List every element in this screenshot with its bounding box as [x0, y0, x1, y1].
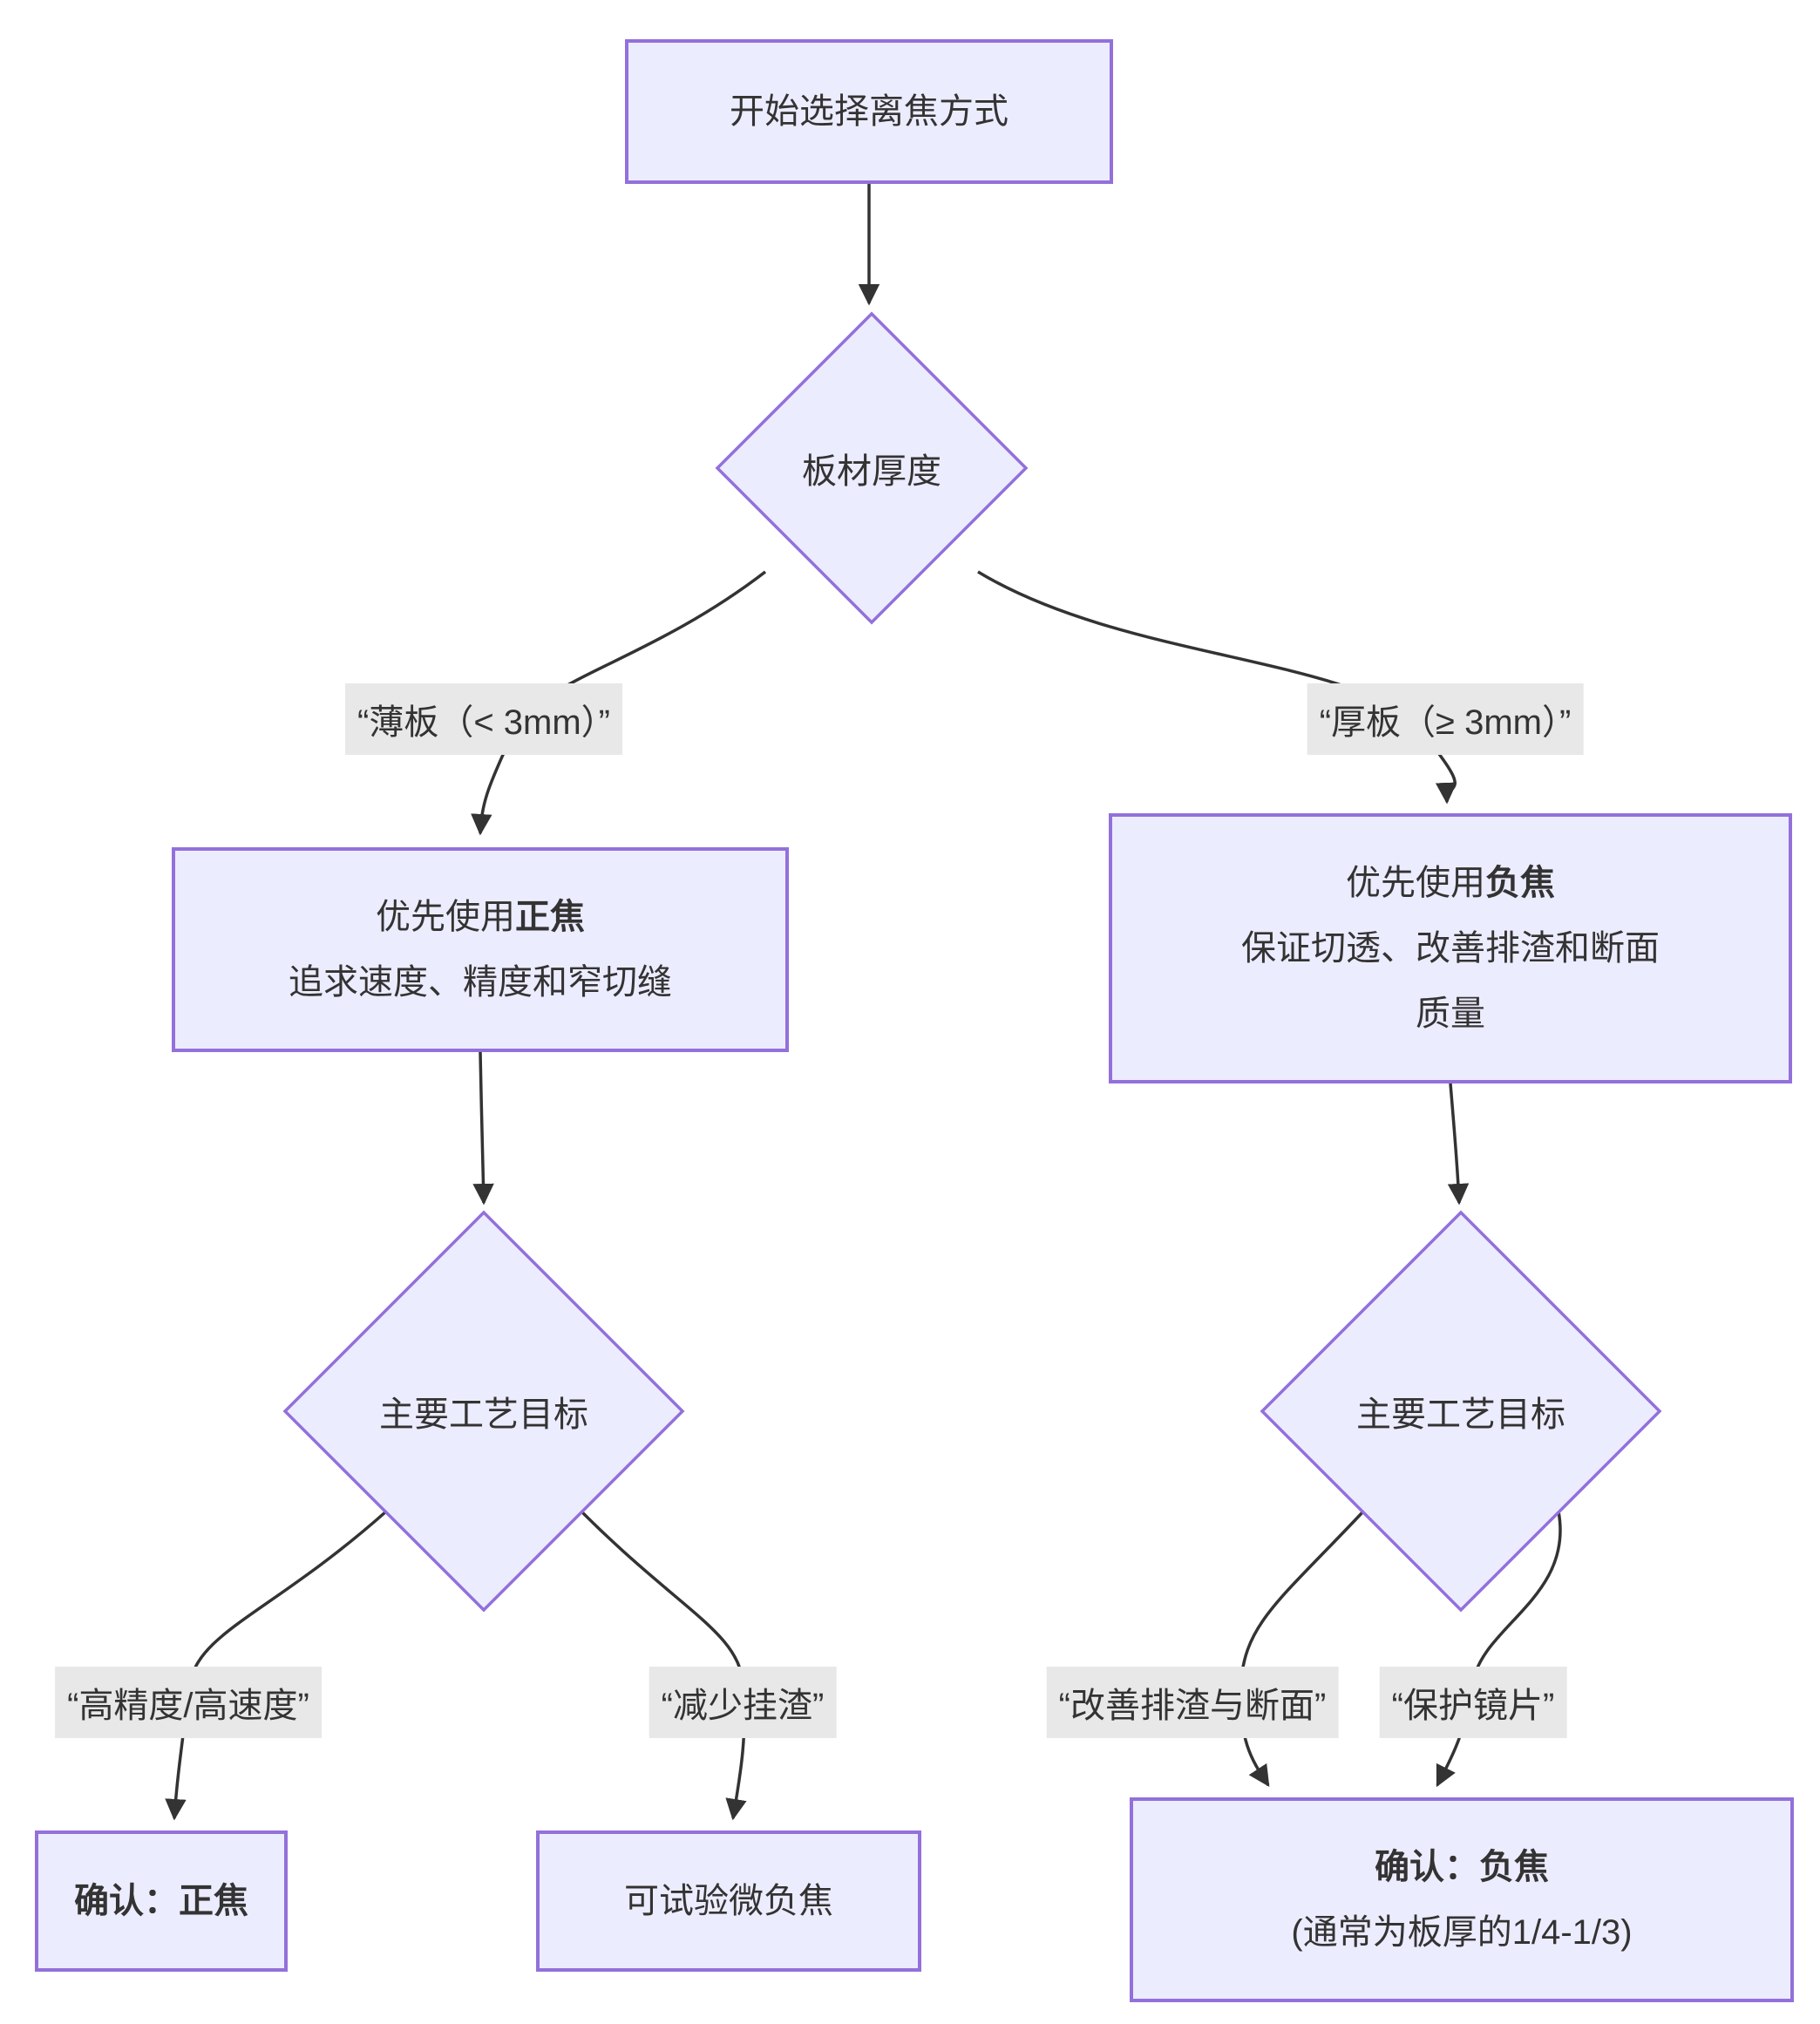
edge-goal-left-to-confirm-positive	[165, 1510, 388, 1821]
node-negative-focus-prefix: 优先使用	[1346, 863, 1485, 902]
node-start[interactable]: 开始选择离焦方式	[625, 39, 1113, 184]
node-confirm-negative[interactable]: 确认：负焦 (通常为板厚的1/4-1/3)	[1130, 1797, 1794, 2002]
node-confirm-negative-line2: (通常为板厚的1/4-1/3)	[1291, 1912, 1633, 1952]
node-positive-focus-prefix: 优先使用	[376, 897, 515, 936]
decision-thickness-label: 板材厚度	[802, 452, 941, 491]
node-start-label: 开始选择离焦方式	[730, 92, 1008, 131]
node-negative-focus-line2: 保证切透、改善排渣和断面	[1241, 928, 1660, 968]
node-negative-focus[interactable]: 优先使用负焦 保证切透、改善排渣和断面 质量	[1109, 813, 1792, 1083]
edge-negative-to-goal-right	[1447, 1083, 1470, 1206]
node-negative-focus-bold: 负焦	[1485, 863, 1555, 902]
node-positive-focus-bold: 正焦	[515, 897, 585, 936]
decision-goal-left-label: 主要工艺目标	[379, 1396, 588, 1434]
edge-goal-left-to-micro-negative	[580, 1510, 747, 1821]
node-confirm-negative-line1: 确认：负焦	[1375, 1847, 1549, 1886]
node-positive-focus[interactable]: 优先使用正焦 追求速度、精度和窄切缝	[172, 847, 789, 1052]
node-positive-focus-line2: 追求速度、精度和窄切缝	[289, 962, 672, 1002]
edge-label-reduce-dross: “减少挂渣”	[649, 1667, 837, 1738]
node-confirm-positive-label: 确认：正焦	[74, 1881, 248, 1920]
node-positive-focus-line1: 优先使用正焦	[376, 885, 585, 950]
edge-label-high-precision: “高精度/高速度”	[55, 1667, 322, 1738]
node-negative-focus-line3: 质量	[1416, 994, 1485, 1033]
decision-goal-right-label: 主要工艺目标	[1356, 1396, 1565, 1434]
node-negative-focus-line1: 优先使用负焦	[1346, 851, 1555, 916]
decision-goal-right-shape[interactable]	[1260, 1210, 1662, 1613]
edge-label-improve-dross-section: “改善排渣与断面”	[1046, 1667, 1339, 1738]
edge-label-protect-lens: “保护镜片”	[1379, 1667, 1567, 1738]
edge-goal-right-to-confirm-negative-a	[1239, 1510, 1365, 1788]
edge-label-thin-plate: “薄板（< 3mm）”	[345, 683, 622, 755]
edge-label-thick-plate: “厚板（≥ 3mm）”	[1307, 683, 1584, 755]
decision-goal-left-shape[interactable]	[282, 1210, 685, 1613]
node-micro-negative[interactable]: 可试验微负焦	[536, 1830, 921, 1972]
decision-thickness-shape[interactable]	[715, 311, 1029, 625]
edge-positive-to-goal-left	[472, 1051, 494, 1206]
node-micro-negative-label: 可试验微负焦	[624, 1881, 833, 1920]
node-confirm-positive[interactable]: 确认：正焦	[35, 1830, 288, 1972]
